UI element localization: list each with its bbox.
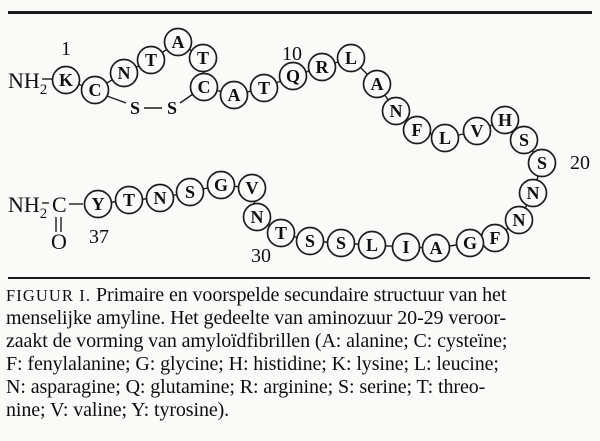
- residue-letter-32: V: [246, 178, 259, 198]
- residue-circle-9-T: [249, 73, 279, 103]
- residue-letter-33: G: [214, 175, 228, 195]
- residue-circle-6-T: [188, 43, 218, 73]
- residue-circle-36-T: [114, 185, 144, 215]
- position-label-20: 20: [570, 152, 590, 174]
- residue-circle-22-N: [504, 205, 534, 235]
- residue-circle-10-Q: [278, 61, 308, 91]
- n-terminus-label: NH2: [8, 68, 47, 98]
- residue-circle-21-N: [518, 178, 548, 208]
- c-terminus-carbon: C: [52, 192, 67, 217]
- residue-circle-16-L: [430, 123, 460, 153]
- residue-letter-8: A: [228, 85, 241, 105]
- residue-circle-14-N: [381, 96, 411, 126]
- position-label-1: 1: [61, 38, 71, 60]
- residue-circle-37-Y: [83, 189, 113, 219]
- residue-letter-27: L: [366, 235, 378, 255]
- residue-letter-2: C: [89, 80, 102, 100]
- residue-letter-10: Q: [286, 66, 300, 86]
- residue-circle-17-V: [462, 116, 492, 146]
- residue-letter-23: F: [490, 228, 501, 248]
- residue-letter-9: T: [258, 78, 270, 98]
- residue-circle-20-S: [527, 148, 557, 178]
- residue-letter-25: A: [430, 238, 443, 258]
- residue-letter-24: G: [463, 233, 477, 253]
- residue-circle-26-I: [391, 232, 421, 262]
- residue-letter-19: S: [519, 130, 529, 150]
- residue-letter-11: R: [316, 57, 330, 77]
- residue-circle-35-N: [145, 183, 175, 213]
- top-rule: [8, 11, 592, 14]
- residue-letter-17: V: [471, 121, 484, 141]
- residue-letter-18: H: [498, 110, 512, 130]
- residue-circle-11-R: [307, 52, 337, 82]
- residue-letter-16: L: [439, 128, 451, 148]
- residue-circle-31-N: [242, 202, 272, 232]
- residue-circle-33-G: [206, 170, 236, 200]
- residue-circle-15-F: [402, 115, 432, 145]
- residue-circle-8-A: [219, 80, 249, 110]
- residue-letter-5: A: [172, 32, 185, 52]
- residue-circle-12-L: [336, 43, 366, 73]
- residue-circle-27-L: [357, 230, 387, 260]
- residue-letter-7: C: [198, 77, 211, 97]
- residue-circle-32-V: [237, 173, 267, 203]
- residue-letter-22: N: [513, 210, 526, 230]
- residue-letter-12: L: [345, 48, 357, 68]
- disulfide-bond-left: [106, 95, 127, 104]
- residue-letter-29: S: [305, 231, 315, 251]
- residue-circle-28-S: [326, 228, 356, 258]
- figure-caption: FIGUUR I. Primaire en voorspelde secunda…: [6, 284, 596, 422]
- residue-letter-35: N: [154, 188, 167, 208]
- residue-circle-24-G: [455, 228, 485, 258]
- residue-circle-1-K: [51, 65, 81, 95]
- residue-letter-20: S: [537, 153, 547, 173]
- residue-letter-14: N: [390, 101, 403, 121]
- position-label-37: 37: [89, 226, 109, 248]
- residue-letter-28: S: [336, 233, 346, 253]
- caption-line: N: asparagine; Q: glutamine; R: arginine…: [6, 376, 486, 398]
- caption-line: menselijke amyline. Het gedeelte van ami…: [6, 307, 507, 329]
- caption-text: Primaire en voorspelde secundaire struct…: [95, 284, 507, 306]
- residue-letter-15: F: [412, 120, 423, 140]
- residue-circle-18-H: [490, 105, 520, 135]
- residue-circle-25-A: [421, 233, 451, 263]
- caption-line: zaakt de vorming van amyloïdfibrillen (A…: [6, 330, 508, 352]
- residue-letter-30: T: [275, 223, 287, 243]
- residue-letter-34: S: [185, 182, 195, 202]
- residue-circle-34-S: [175, 177, 205, 207]
- residue-circle-5-A: [163, 27, 193, 57]
- disulfide-bond-right: [179, 93, 194, 104]
- residue-circle-3-N: [109, 58, 139, 88]
- residue-letter-13: A: [371, 74, 384, 94]
- caption-divider: [8, 277, 590, 279]
- c-terminus-label: NH2: [8, 192, 47, 222]
- residue-circle-4-T: [136, 45, 166, 75]
- residue-letter-31: N: [251, 207, 264, 227]
- residue-letter-4: T: [145, 50, 157, 70]
- figure-label: FIGUUR I.: [6, 286, 92, 305]
- residue-circle-7-C: [189, 72, 219, 102]
- disulfide-sulfur-right: S: [167, 98, 177, 118]
- c-terminus-oxygen: O: [51, 229, 67, 254]
- caption-line: F: fenylalanine; G: glycine; H: histidin…: [6, 353, 499, 375]
- residue-circle-30-T: [266, 218, 296, 248]
- residue-letter-6: T: [197, 48, 209, 68]
- disulfide-sulfur-left: S: [130, 98, 140, 118]
- residue-letter-37: Y: [92, 194, 105, 214]
- residue-letter-26: I: [402, 237, 409, 257]
- residue-letter-36: T: [123, 190, 135, 210]
- residue-letter-3: N: [118, 63, 131, 83]
- caption-line: FIGUUR I. Primaire en voorspelde secunda…: [6, 284, 596, 307]
- residue-circle-13-A: [362, 69, 392, 99]
- caption-line: nine; V: valine; Y: tyrosine).: [6, 399, 230, 421]
- residue-letter-1: K: [59, 70, 73, 90]
- residue-circle-2-C: [80, 75, 110, 105]
- position-label-10: 10: [282, 43, 302, 65]
- position-label-30: 30: [251, 245, 271, 267]
- residue-letter-21: N: [527, 183, 540, 203]
- residue-circle-19-S: [509, 125, 539, 155]
- residue-circle-29-S: [295, 226, 325, 256]
